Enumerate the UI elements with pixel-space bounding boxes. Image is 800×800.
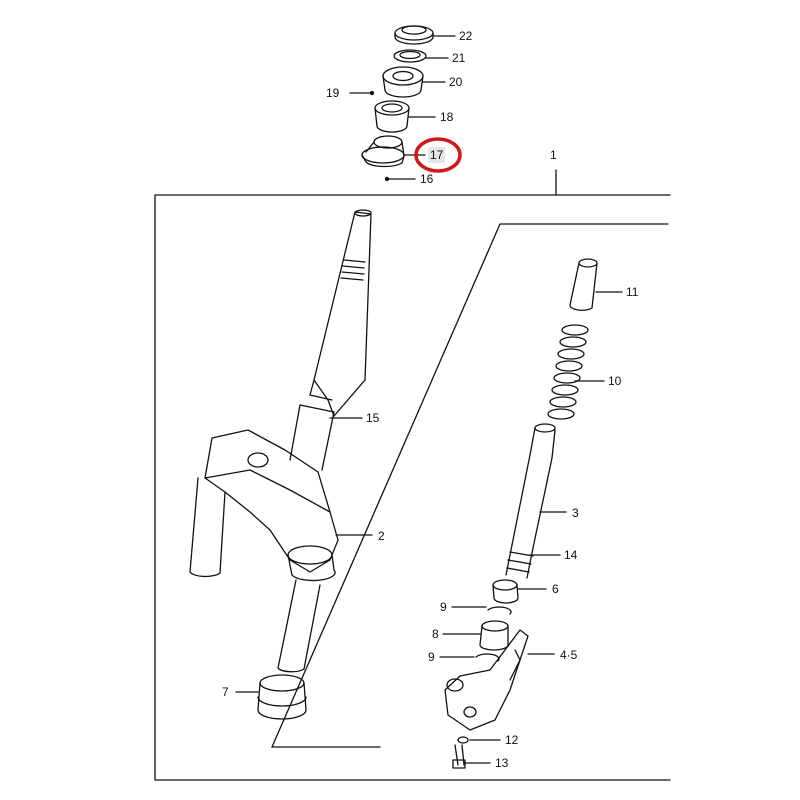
washer-12 [457,736,469,744]
callout-15: 15 [366,411,380,425]
callout-12: 12 [505,733,519,747]
callout-21: 21 [452,51,466,65]
callout-4-5: 4·5 [560,648,578,662]
callout-11: 11 [626,285,639,299]
callout-6: 6 [552,582,559,596]
inner-tube-3 [511,423,556,549]
assembly-frame [154,194,671,781]
bushing-8 [479,620,509,651]
ring-21 [393,49,427,63]
circlip-9-upper [487,606,512,615]
bearing-22 [394,25,434,45]
callout-14: 14 [564,548,578,562]
callout-2: 2 [378,529,385,543]
dot-16 [384,176,390,182]
bolt-13 [452,744,466,769]
bearing-18 [374,100,410,133]
callout-7: 7 [222,685,229,699]
ring-6 [492,579,519,604]
bushing-14 [505,544,534,579]
callout-13: 13 [495,756,509,770]
cap-7 [257,674,307,720]
circlip-9-lower [475,653,500,662]
callout-18: 18 [440,110,454,124]
callout-1: 1 [550,148,557,162]
callout-10: 10 [608,374,622,388]
spring-10 [547,324,589,420]
fork-leg-boundary [271,223,669,748]
callout-9-lower: 9 [428,650,435,664]
highlight-circle [414,137,462,173]
lower-bracket [189,429,339,582]
callout-8: 8 [432,627,439,641]
callout-22: 22 [459,29,473,43]
outer-tube [277,579,321,673]
callout-19: 19 [326,86,340,100]
callout-16: 16 [420,172,434,186]
seal-17 [361,135,405,168]
callout-20: 20 [449,75,463,89]
callout-9-upper: 9 [440,600,447,614]
callout-17: 17 [428,147,446,163]
callout-3: 3 [572,506,579,520]
slider-4-5 [444,629,529,731]
steering-stem [289,209,372,471]
dot-19 [369,90,375,96]
cap-11 [569,258,598,311]
race-20 [382,66,424,98]
